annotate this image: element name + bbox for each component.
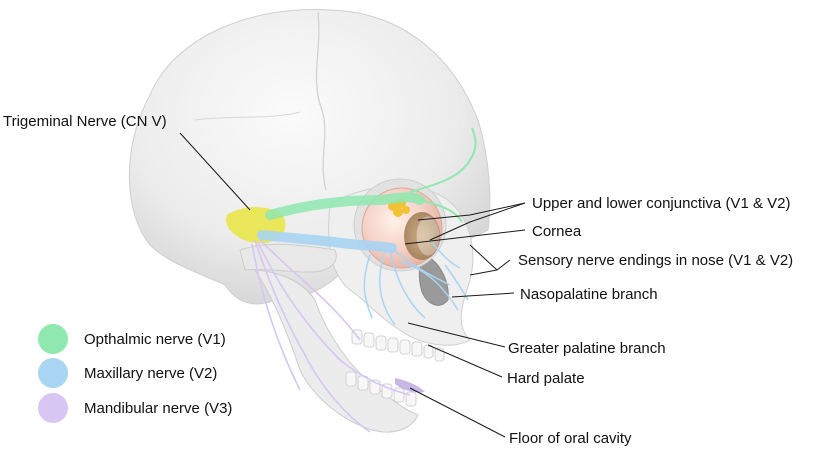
legend-swatch-maxillary — [38, 358, 68, 388]
legend-swatch-ophthalmic — [38, 324, 68, 354]
leader-title — [179, 132, 251, 211]
label-nasopalatine: Nasopalatine branch — [520, 286, 658, 303]
leader-nasopalatine — [451, 292, 515, 298]
leader-conjunctiva-2 — [429, 202, 526, 241]
label-hard-palate: Hard palate — [507, 370, 585, 387]
legend-swatch-mandibular — [38, 393, 68, 423]
leader-nose — [469, 244, 511, 271]
legend-label: Opthalmic nerve (V1) — [84, 330, 226, 348]
leader-hard-palate — [427, 344, 503, 378]
label-floor-oral: Floor of oral cavity — [509, 430, 632, 447]
cranial-suture — [315, 11, 327, 191]
mandibular-branches — [251, 239, 411, 433]
legend-label: Mandibular nerve (V3) — [84, 399, 233, 417]
maxillary-nerve — [257, 230, 397, 253]
ophthalmic-branch — [419, 199, 463, 223]
leader-cornea — [404, 229, 526, 245]
leader-floor-oral — [409, 387, 506, 438]
legend-item-mandibular: Mandibular nerve (V3) — [38, 393, 232, 423]
title-label: Trigeminal Nerve (CN V) — [3, 113, 167, 130]
legend-item-maxillary: Maxillary nerve (V2) — [38, 358, 217, 388]
ophthalmic-nerve — [265, 192, 425, 220]
ophthalmic-branch — [409, 127, 477, 193]
label-cornea: Cornea — [532, 223, 582, 240]
cornea — [415, 215, 441, 257]
legend-item-ophthalmic: Opthalmic nerve (V1) — [38, 324, 226, 354]
floor-oral-cavity-region — [395, 378, 425, 393]
leader-conjunctiva — [417, 202, 526, 221]
label-greater-palatine: Greater palatine branch — [508, 340, 666, 357]
iris — [404, 212, 440, 260]
label-conjunctiva: Upper and lower conjunctiva (V1 & V2) — [532, 195, 790, 212]
maxillary-branches — [363, 239, 469, 326]
upper-teeth — [351, 329, 445, 362]
leader-greater-palatine — [407, 322, 506, 348]
label-nose: Sensory nerve endings in nose (V1 & V2) — [518, 252, 793, 269]
legend-label: Maxillary nerve (V2) — [84, 364, 218, 382]
cranial-suture — [194, 111, 301, 121]
leader-nose-2 — [469, 269, 498, 276]
